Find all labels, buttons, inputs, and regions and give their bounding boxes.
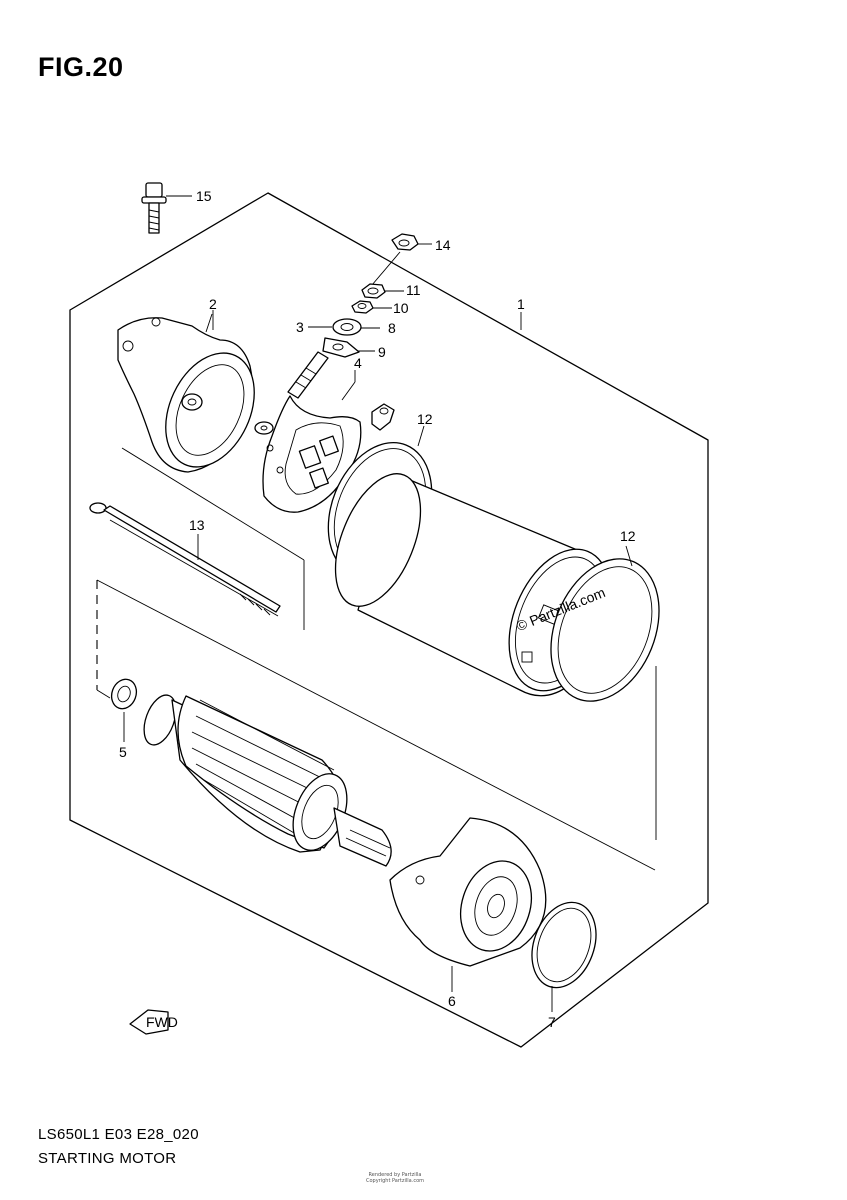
callout-4: 4	[354, 355, 362, 371]
o-ring-7	[531, 901, 597, 1012]
alignment-lines	[96, 447, 657, 871]
washer-5	[110, 678, 138, 742]
brush-clip	[254, 403, 395, 435]
callout-7: 7	[548, 1014, 556, 1030]
callout-12b: 12	[620, 528, 636, 544]
callout-2: 2	[209, 296, 217, 312]
leader-lines	[212, 310, 522, 330]
callout-12a: 12	[417, 411, 433, 427]
callout-8: 8	[388, 320, 396, 336]
bolt-15	[141, 182, 192, 234]
figure-title: FIG.20	[38, 52, 124, 82]
callout-11: 11	[406, 282, 421, 298]
figure-name: STARTING MOTOR	[38, 1150, 177, 1167]
small-print-line-1: Rendered by Partzilla	[368, 1172, 422, 1178]
svg-text:FWD: FWD	[146, 1014, 178, 1030]
callout-labels: 1 2 3 4 5 6 7 8 9 10 11 12 12 13 14 15	[119, 188, 636, 1030]
callout-1: 1	[517, 296, 525, 312]
callout-5: 5	[119, 744, 127, 760]
long-bolt-13	[89, 502, 281, 617]
callout-10: 10	[393, 300, 409, 316]
rear-cover-2	[117, 313, 255, 473]
armature	[143, 694, 392, 867]
small-print-line-2: Copyright Partzilla.com	[366, 1178, 425, 1184]
assembly-box	[69, 192, 709, 1048]
brush-holder-4	[262, 351, 362, 513]
terminal-hardware	[308, 233, 432, 358]
fwd-arrow-icon: FWD	[129, 1009, 178, 1035]
callout-9: 9	[378, 344, 386, 360]
callout-3: 3	[296, 319, 304, 335]
front-cover-6	[389, 817, 547, 992]
small-print: Rendered by Partzilla Copyright Partzill…	[366, 1172, 424, 1184]
callout-6: 6	[448, 993, 456, 1009]
callout-15: 15	[196, 188, 212, 204]
callout-14: 14	[435, 237, 451, 253]
callout-13: 13	[189, 517, 205, 533]
o-ring-12-rear	[550, 545, 660, 702]
figure-code: LS650L1 E03 E28_020	[38, 1126, 199, 1143]
